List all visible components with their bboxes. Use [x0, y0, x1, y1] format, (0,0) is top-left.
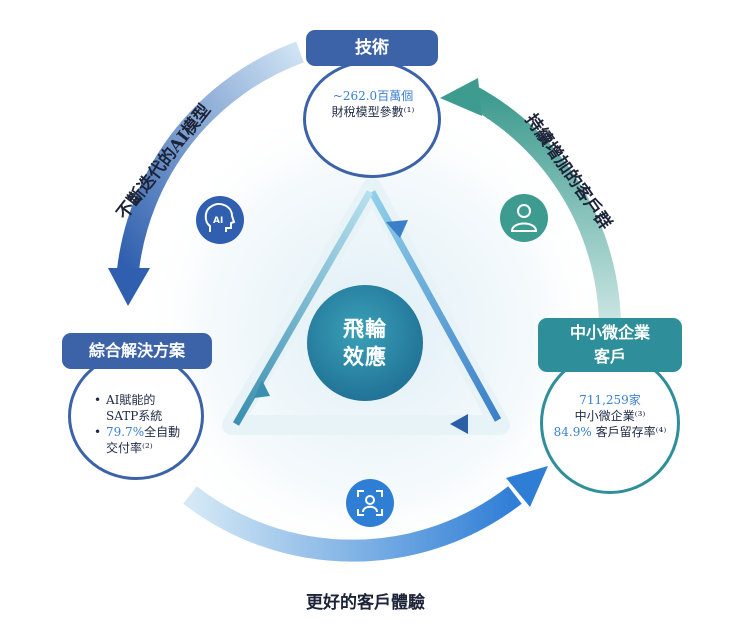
solution-stats: AI賦能的 SATP系統 79.7%全自動 交付率⁽²⁾ — [94, 392, 204, 456]
sme-header: 中小微企業 客戶 — [538, 318, 682, 372]
model-params-label: 財稅模型參數⁽¹⁾ — [331, 105, 415, 119]
retention-value: 84.9% — [553, 425, 592, 439]
solution-title: 綜合解決方案 — [88, 341, 185, 360]
sme-count-value: 711,259家 — [579, 393, 641, 407]
triangle-arrowhead-bottom — [450, 414, 468, 434]
technology-title: 技術 — [355, 38, 389, 58]
technology-circle — [303, 60, 441, 178]
technology-stats: ~262.0百萬個 財稅模型參數⁽¹⁾ — [318, 88, 428, 120]
face-scan-icon — [357, 490, 383, 516]
satp-bullet: AI賦能的 SATP系統 — [94, 392, 204, 424]
user-icon — [510, 204, 538, 232]
left-cycle-arrow — [117, 41, 304, 272]
solution-header: 綜合解決方案 — [62, 333, 212, 369]
technology-header: 技術 — [306, 30, 438, 66]
arc-label-customer-experience: 更好的客戶體驗 — [306, 593, 425, 613]
triangle-arrowhead-left — [254, 380, 270, 398]
sme-stats: 711,259家 中小微企業⁽³⁾ 84.9% 客戶留存率⁽⁴⁾ — [548, 392, 672, 440]
triangle-arrowhead-right — [386, 220, 408, 238]
delivery-rate-value: 79.7% — [106, 425, 145, 439]
triangle-left-edge — [232, 190, 374, 426]
ai-head-icon: AI — [204, 203, 236, 232]
retention-label: 客戶留存率⁽⁴⁾ — [595, 425, 667, 439]
sme-title-line2: 客戶 — [593, 347, 626, 366]
flywheel-label: 飛輪 效應 — [343, 316, 387, 369]
right-cycle-arrow — [464, 85, 622, 331]
delivery-rate-bullet: 79.7%全自動 交付率⁽²⁾ — [94, 424, 204, 456]
left-arrowhead — [108, 268, 150, 306]
sme-count-label: 中小微企業⁽³⁾ — [574, 409, 646, 423]
center-circle — [307, 285, 423, 401]
bottom-cycle-arrow — [183, 486, 522, 562]
right-arrowhead — [440, 78, 482, 116]
model-params-value: ~262.0百萬個 — [332, 89, 414, 103]
svg-text:AI: AI — [213, 216, 223, 226]
sme-title-line1: 中小微企業 — [569, 323, 650, 342]
bottom-arrowhead — [506, 466, 548, 507]
